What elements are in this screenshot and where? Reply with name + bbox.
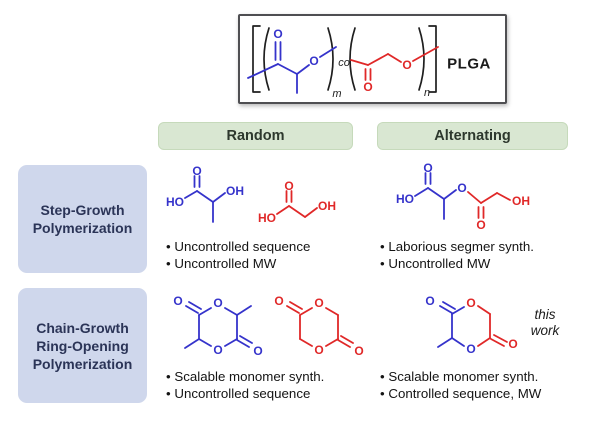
ring-o-label: O — [314, 296, 323, 310]
lactic-half: HO O O — [396, 161, 467, 220]
oh-label: OH — [512, 194, 530, 208]
plga-repeat-unit-structure: O O O O co m n PLGA — [247, 25, 491, 100]
bullets-random-step: • Uncontrolled sequence • Uncontrolled M… — [166, 239, 310, 272]
glycolic-repeat-unit: O O — [350, 46, 439, 94]
ho-label: HO — [396, 192, 414, 206]
bullet-item: • Uncontrolled sequence — [166, 386, 311, 401]
carbonyl-o-label: O — [274, 294, 283, 308]
lactic-repeat-unit: O O — [247, 27, 337, 94]
lactic-acid-structure: HO O OH — [166, 164, 244, 223]
bullet-item: • Uncontrolled sequence — [166, 239, 311, 254]
plga-label: PLGA — [447, 56, 491, 73]
o-label: O — [423, 161, 432, 175]
row-label-step-growth: Step-Growth Polymerization — [18, 165, 147, 273]
right-bracket — [428, 25, 437, 93]
bullet-item: • Scalable monomer synth. — [166, 369, 325, 384]
row-label-line: Chain-Growth — [36, 319, 129, 336]
o-label: O — [192, 164, 201, 178]
subscript-n: n — [424, 87, 430, 99]
ring-o-label: O — [466, 296, 475, 310]
bullet-item: • Uncontrolled MW — [380, 255, 491, 271]
alternating-label: Alternating — [434, 128, 511, 144]
bullet-item: • Scalable monomer synth. — [380, 369, 539, 384]
ring-o-label: O — [314, 343, 323, 357]
ester-o-label: O — [309, 54, 318, 68]
o-label: O — [476, 218, 485, 232]
subscript-m: m — [332, 88, 341, 100]
bullets-alternating-step: • Laborious segmer synth. • Uncontrolled… — [380, 239, 534, 272]
this-work-note: this work — [510, 307, 580, 338]
carbonyl-o-label: O — [273, 27, 282, 41]
random-label: Random — [226, 128, 285, 144]
glycolic-acid-structure: HO O OH — [258, 179, 336, 225]
plga-formula-box: O O O O co m n PLGA — [238, 14, 507, 104]
oh-label: OH — [318, 199, 336, 213]
bullet-item: • Controlled sequence, MW — [380, 386, 542, 401]
note-line: work — [530, 322, 560, 338]
ester-o-label: O — [457, 181, 466, 195]
ring-o-label: O — [466, 342, 475, 356]
carbonyl-o-label: O — [508, 337, 517, 351]
glycolic-half: O OH — [467, 191, 530, 232]
bullet-item: • Uncontrolled MW — [166, 255, 277, 271]
column-header-random: Random — [158, 122, 353, 150]
carbonyl-o-label: O — [363, 80, 372, 94]
row-label-line: Polymerization — [32, 355, 133, 372]
close-paren-glycolic — [418, 27, 425, 91]
lactic-glycolic-segmer-structure: HO O O O OH — [396, 161, 530, 232]
bullet-item: • Laborious segmer synth. — [380, 239, 534, 254]
methylglycolide-structure: O O O O — [425, 294, 517, 356]
open-paren-lactic — [263, 27, 270, 91]
glycolic-half: O O — [466, 296, 517, 351]
lactide-structure: O O O O — [173, 294, 262, 358]
row-label-line: Ring-Opening — [36, 337, 129, 354]
o-label: O — [284, 179, 293, 193]
left-bracket — [252, 25, 261, 93]
row-label-line: Polymerization — [32, 220, 133, 236]
ring-o-label: O — [213, 343, 222, 357]
ester-o-label: O — [402, 58, 411, 72]
row-label-line: Step-Growth — [40, 202, 125, 218]
ring-o-label: O — [213, 296, 222, 310]
column-header-alternating: Alternating — [377, 122, 568, 150]
ho-label: HO — [258, 211, 276, 225]
carbonyl-o-label: O — [425, 294, 434, 308]
carbonyl-o-label: O — [253, 344, 262, 358]
glycolide-structure: O O O O — [274, 294, 363, 358]
bullets-alternating-chain: • Scalable monomer synth. • Controlled s… — [380, 368, 541, 402]
note-line: this — [534, 307, 556, 322]
carbonyl-o-label: O — [354, 344, 363, 358]
bullets-random-chain: • Scalable monomer synth. • Uncontrolled… — [166, 368, 324, 402]
row-label-chain-growth: Chain-Growth Ring-Opening Polymerization — [18, 288, 147, 403]
lactic-half: O O — [425, 294, 475, 356]
open-paren-glycolic — [349, 27, 356, 91]
ho-label: HO — [166, 195, 184, 209]
oh-label: OH — [226, 184, 244, 198]
close-paren-lactic — [327, 27, 334, 91]
carbonyl-o-label: O — [173, 294, 182, 308]
copolymer-co-label: co — [338, 57, 350, 69]
